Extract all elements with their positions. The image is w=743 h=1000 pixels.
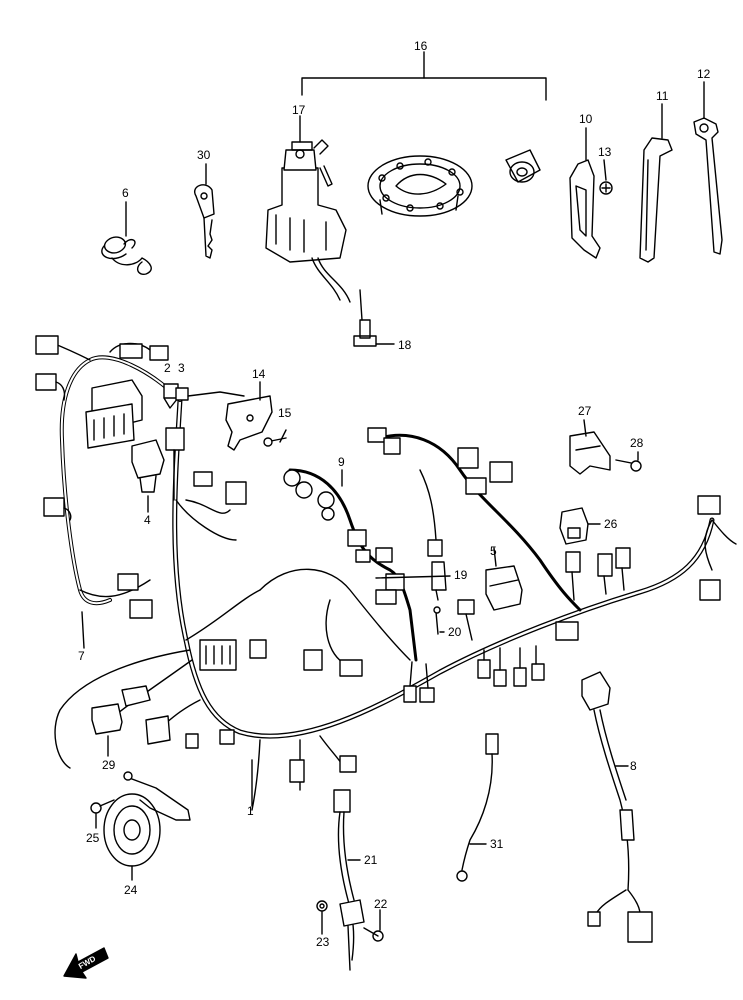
callout-30[interactable]: 30	[197, 148, 211, 162]
connector-29[interactable]	[91, 685, 171, 745]
key-blank[interactable]	[194, 184, 215, 259]
bolt-28[interactable]	[615, 459, 642, 472]
callout-7[interactable]: 7	[78, 649, 85, 663]
callout-12[interactable]: 12	[697, 67, 711, 81]
callout-28[interactable]: 28	[630, 436, 644, 450]
callout-16[interactable]: 16	[414, 39, 428, 53]
callout-4[interactable]: 4	[144, 513, 151, 527]
strap-11[interactable]	[639, 137, 673, 263]
leader-5	[493, 547, 497, 567]
leader-27	[583, 419, 587, 437]
callout-27[interactable]: 27	[578, 404, 592, 418]
lock-cylinder[interactable]	[505, 149, 541, 183]
callout-5[interactable]: 5	[490, 544, 497, 558]
callout-15[interactable]: 15	[278, 406, 292, 420]
callout-1[interactable]: 1	[247, 804, 254, 818]
callout-3[interactable]: 3	[178, 361, 185, 375]
connector-cluster[interactable]	[185, 599, 579, 783]
bracket-27[interactable]	[569, 431, 611, 475]
leader-15	[279, 429, 287, 443]
clamp-10[interactable]	[569, 159, 601, 259]
callout-19[interactable]: 19	[454, 568, 468, 582]
screw-13[interactable]	[599, 181, 613, 195]
connector-group-right[interactable]	[565, 495, 737, 601]
relay-4[interactable]	[131, 439, 165, 493]
group-bracket-16	[301, 51, 547, 101]
callout-21[interactable]: 21	[364, 853, 378, 867]
leader-13	[603, 159, 607, 181]
callout-11[interactable]: 11	[656, 89, 669, 103]
fuel-cap[interactable]	[367, 155, 473, 217]
sub-harness-9[interactable]	[283, 468, 418, 662]
bolt-22[interactable]	[363, 927, 384, 942]
bolt-25[interactable]	[90, 799, 115, 814]
callout-26[interactable]: 26	[604, 517, 618, 531]
spring[interactable]	[101, 236, 152, 276]
callout-2[interactable]: 2	[164, 361, 171, 375]
ground-wire-31[interactable]	[456, 733, 499, 882]
callout-25[interactable]: 25	[86, 831, 100, 845]
callout-18[interactable]: 18	[398, 338, 412, 352]
forward-arrow-icon	[63, 947, 109, 979]
fuse-box[interactable]	[85, 379, 143, 449]
leader-2-3	[187, 391, 245, 397]
relay-5[interactable]	[485, 565, 523, 611]
callout-10[interactable]: 10	[579, 112, 593, 126]
connector-3[interactable]	[175, 387, 189, 401]
callout-22[interactable]: 22	[374, 897, 388, 911]
sensor-harness-21[interactable]	[333, 789, 365, 971]
callout-9[interactable]: 9	[338, 455, 345, 469]
callout-24[interactable]: 24	[124, 883, 138, 897]
sensor-19[interactable]	[431, 561, 447, 601]
horn[interactable]	[103, 771, 191, 867]
left-harness-branch[interactable]	[35, 335, 182, 619]
bracket-14[interactable]	[225, 395, 273, 451]
ignition-switch[interactable]	[265, 139, 363, 321]
sub-harness-upper[interactable]	[367, 427, 582, 612]
connector-26[interactable]	[559, 507, 589, 545]
callout-6[interactable]: 6	[122, 186, 129, 200]
callout-13[interactable]: 13	[598, 145, 612, 159]
callout-23[interactable]: 23	[316, 935, 330, 949]
screw-15[interactable]	[263, 437, 287, 447]
connector-group-center[interactable]	[165, 427, 247, 541]
callout-17[interactable]: 17	[292, 103, 306, 117]
leader-19	[375, 575, 451, 579]
leader-7	[81, 611, 85, 649]
callout-29[interactable]: 29	[102, 758, 116, 772]
callout-8[interactable]: 8	[630, 759, 637, 773]
sub-harness-8[interactable]	[581, 671, 653, 943]
bolt-18[interactable]	[353, 319, 395, 347]
callout-20[interactable]: 20	[448, 625, 462, 639]
callout-14[interactable]: 14	[252, 367, 266, 381]
washer-23[interactable]	[316, 900, 328, 912]
callout-31[interactable]: 31	[490, 837, 504, 851]
strap-12[interactable]	[693, 117, 723, 255]
part-20[interactable]	[433, 606, 441, 635]
